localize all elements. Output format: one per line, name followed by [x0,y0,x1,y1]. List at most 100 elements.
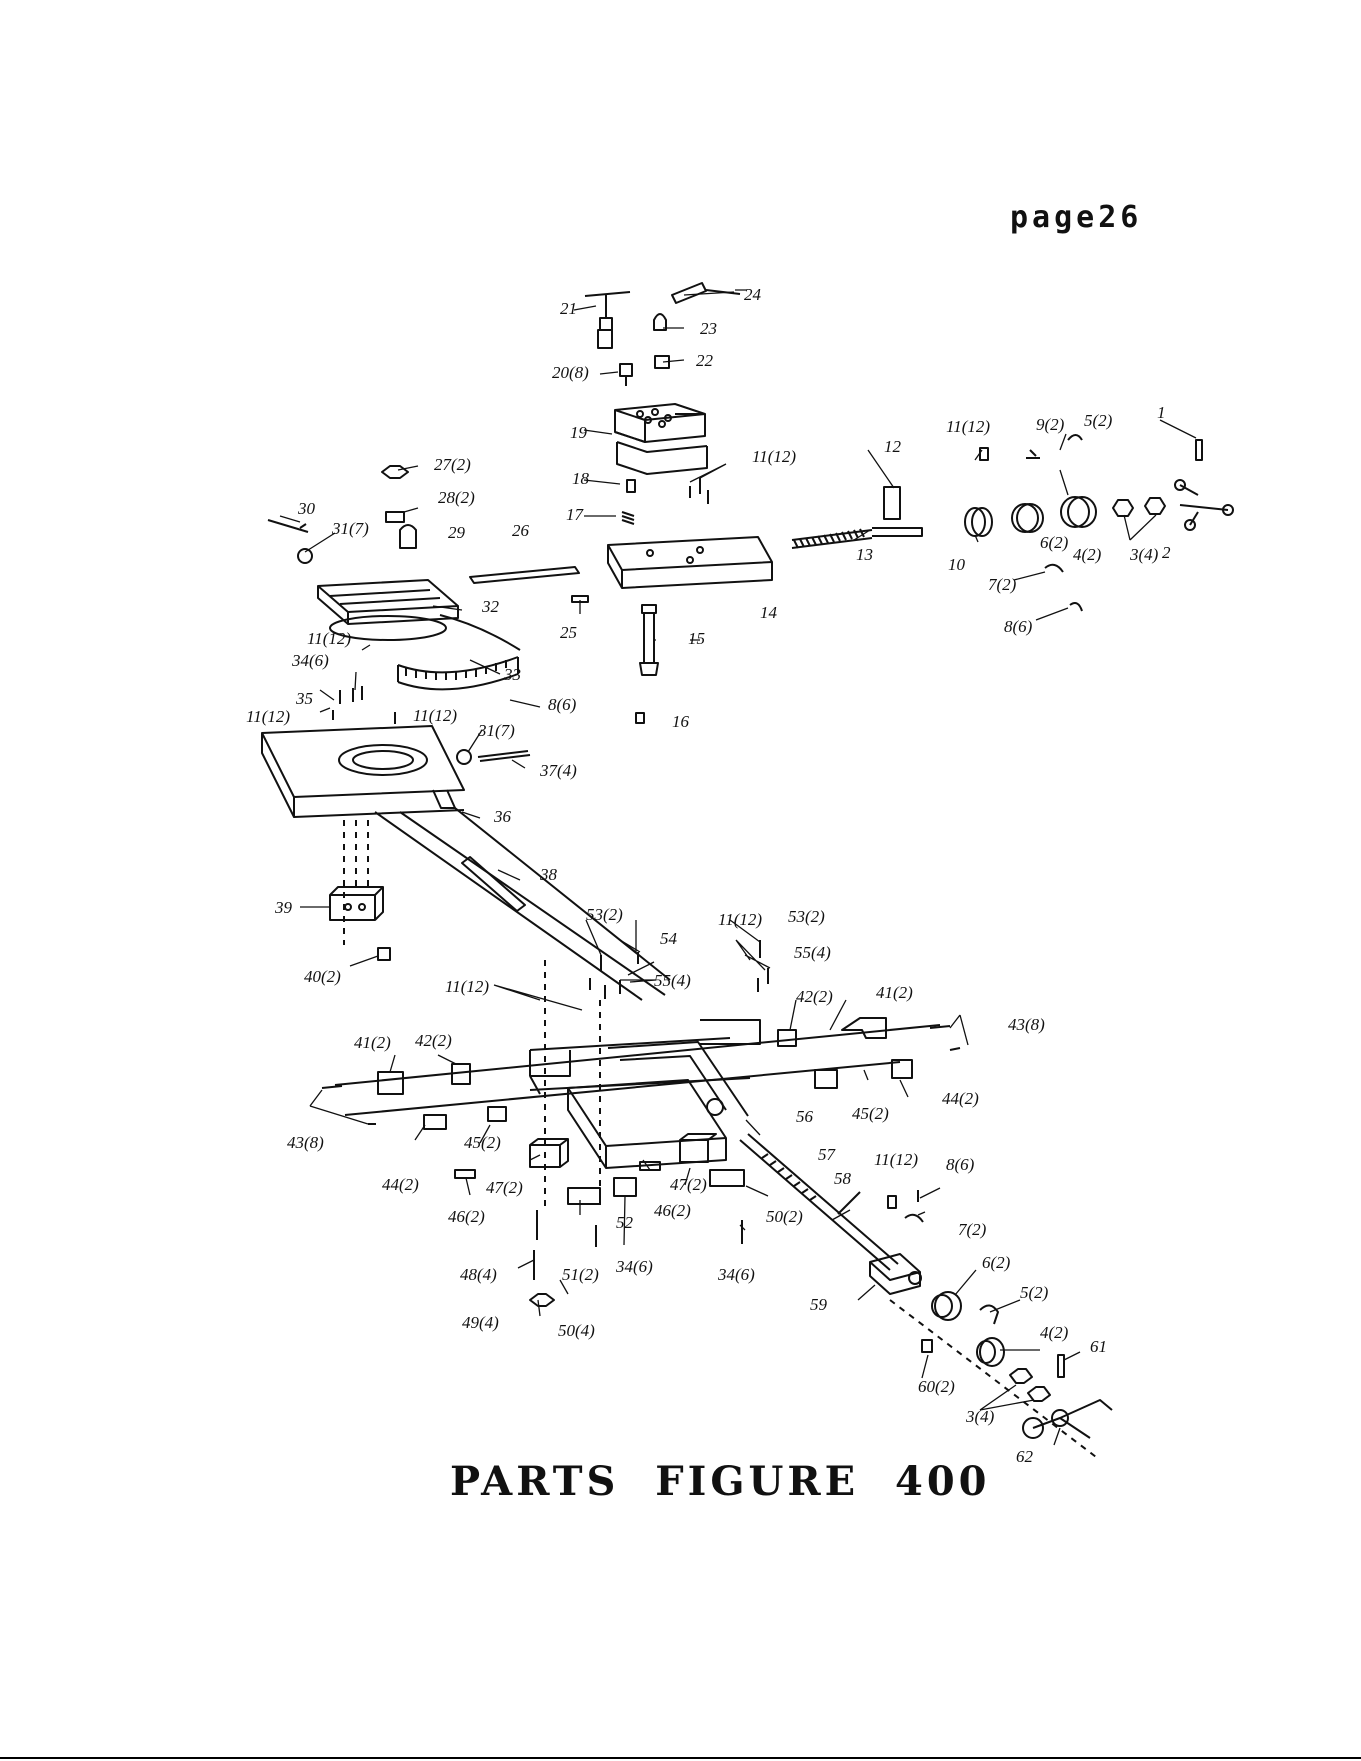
cross-feed-screw-group [739,1133,1113,1461]
callout-45-left: 45(2) [464,1133,501,1152]
callout-3-bottom: 3(4) [965,1407,995,1426]
callout-29: 29 [448,523,466,542]
callout-7-top: 7(2) [988,575,1017,594]
callout-52: 52 [616,1213,634,1232]
callout-44-right: 44(2) [942,1089,979,1108]
tool-post-group [469,282,773,724]
callout-23: 23 [700,319,717,338]
callout-4-top: 4(2) [1073,545,1102,564]
callout-41-left: 41(2) [354,1033,391,1052]
callout-14: 14 [760,603,778,622]
callout-41-right: 41(2) [876,983,913,1002]
callout-59: 59 [810,1295,828,1314]
page-number: page26 [1010,200,1143,235]
callout-44-left: 44(2) [382,1175,419,1194]
leader-lines [279,289,1197,1446]
callout-7-bottom: 7(2) [958,1220,987,1239]
callout-58: 58 [834,1169,852,1188]
callout-48: 48(4) [460,1265,497,1284]
callout-8-top: 8(6) [1004,617,1033,636]
callout-19: 19 [570,423,588,442]
callout-8-left: 8(6) [548,695,577,714]
callout-33: 33 [503,665,521,684]
callout-24: 24 [744,285,762,304]
callout-34-left: 34(6) [291,651,329,670]
callout-31-left: 31(7) [477,721,515,740]
callout-3-top: 3(4) [1129,545,1159,564]
callout-17: 17 [566,505,585,524]
callout-11-left-middle: 11(12) [413,706,457,725]
callout-18: 18 [572,469,590,488]
callout-61: 61 [1090,1337,1107,1356]
callout-55-right: 55(4) [794,943,831,962]
callout-32: 32 [481,597,500,616]
callout-6-bottom: 6(2) [982,1253,1011,1272]
callout-13: 13 [856,545,873,564]
saddle-group [321,940,961,1307]
compound-rest-group [261,465,671,1001]
callout-40: 40(2) [304,967,341,986]
callout-15: 15 [688,629,705,648]
callout-12: 12 [884,437,902,456]
callout-10: 10 [948,555,966,574]
callout-56: 56 [796,1107,814,1126]
callout-28: 28(2) [438,488,475,507]
callout-45-right: 45(2) [852,1104,889,1123]
callout-34-bottom-left: 34(6) [615,1257,653,1276]
callout-labels: 1 2 3(4) 3(4) 4(2) 4(2) 5(2) 5(2) 6(2) 6… [246,285,1171,1466]
callout-50-bottom: 50(4) [558,1321,595,1340]
callout-31-top: 31(7) [331,519,369,538]
callout-22: 22 [696,351,714,370]
callout-6-top: 6(2) [1040,533,1069,552]
callout-46-right: 46(2) [654,1201,691,1220]
callout-5-top: 5(2) [1084,411,1113,430]
callout-11-top-middle: 11(12) [752,447,796,466]
callout-11-bottom-right: 11(12) [874,1150,918,1169]
callout-42-left: 42(2) [415,1031,452,1050]
callout-60: 60(2) [918,1377,955,1396]
callout-43-right: 43(8) [1008,1015,1045,1034]
callout-9: 9(2) [1036,415,1065,434]
callout-11-saddle-top: 11(12) [718,910,762,929]
callout-11-saddle-left: 11(12) [445,977,489,996]
callout-49: 49(4) [462,1313,499,1332]
callout-8-bottom: 8(6) [946,1155,975,1174]
callout-11-left-lower: 11(12) [246,707,290,726]
callout-26: 26 [512,521,530,540]
callout-25: 25 [560,623,577,642]
callout-21: 21 [560,299,577,318]
callout-55-left: 55(4) [654,971,691,990]
callout-47-left: 47(2) [486,1178,523,1197]
callout-43-left: 43(8) [287,1133,324,1152]
callout-1: 1 [1157,403,1166,422]
callout-57: 57 [818,1145,837,1164]
callout-39: 39 [274,898,293,917]
callout-51: 51(2) [562,1265,599,1284]
callout-20: 20(8) [552,363,589,382]
callout-62: 62 [1016,1447,1034,1466]
callout-37: 37(4) [539,761,577,780]
callout-27: 27(2) [434,455,471,474]
top-feed-screw-group [791,434,1234,612]
callout-47-right: 47(2) [670,1175,707,1194]
callout-35: 35 [295,689,313,708]
callout-30: 30 [297,499,316,518]
callout-2: 2 [1162,543,1171,562]
callout-38: 38 [539,865,558,884]
callout-53-right: 53(2) [788,907,825,926]
callout-46-left: 46(2) [448,1207,485,1226]
callout-11-left-upper: 11(12) [307,629,351,648]
figure-title: PARTS FIGURE 400 [450,1458,991,1505]
callout-53-left: 53(2) [586,905,623,924]
callout-34-bottom-right: 34(6) [717,1265,755,1284]
callout-4-bottom: 4(2) [1040,1323,1069,1342]
callout-42-right: 42(2) [796,987,833,1006]
callout-50-right: 50(2) [766,1207,803,1226]
callout-54: 54 [660,929,678,948]
callout-36: 36 [493,807,512,826]
callout-16: 16 [672,712,690,731]
bottom-rule [0,1757,1361,1759]
callout-5-bottom: 5(2) [1020,1283,1049,1302]
callout-11-top-right: 11(12) [946,417,990,436]
